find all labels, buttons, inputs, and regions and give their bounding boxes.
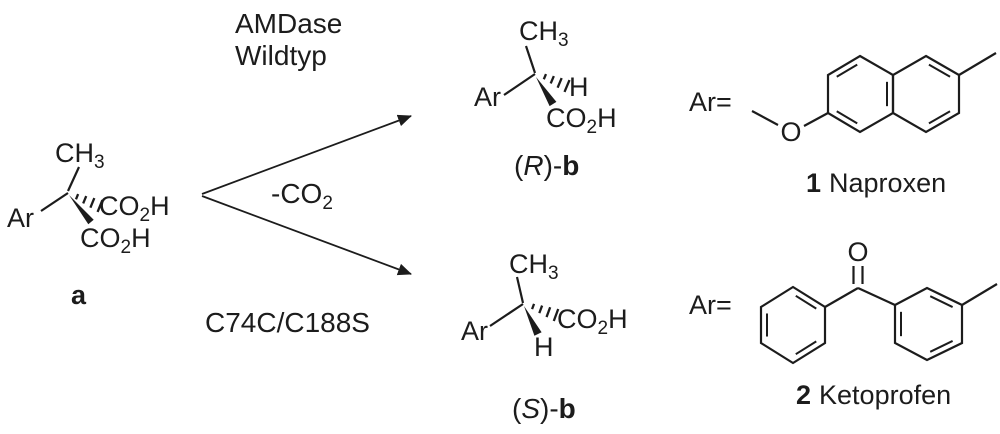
product-r-co2h-label: CO2H <box>546 103 617 138</box>
enzyme-wildtype-line1: AMDase <box>235 8 342 39</box>
hashed-bond-stroke <box>538 305 544 314</box>
single-bond <box>961 283 998 306</box>
substrate-a: CH3 Ar CO2H CO2H a <box>7 138 170 310</box>
ring-inner-double-bond <box>836 110 858 125</box>
single-bond <box>803 112 829 127</box>
substrate-ar-label: Ar <box>7 203 34 233</box>
hashed-bond-stroke <box>545 306 552 318</box>
hashed-bond-stroke <box>552 308 560 322</box>
aromatic-ring <box>826 54 895 134</box>
naproxen-methoxy-o-label: O <box>780 117 801 147</box>
product-r-ar-label: Ar <box>474 82 501 112</box>
single-bond <box>524 45 537 74</box>
single-bond <box>857 287 896 306</box>
single-bond <box>824 287 859 308</box>
single-bond <box>67 166 80 192</box>
single-bond <box>489 303 524 327</box>
ring-inner-double-bond <box>836 63 858 78</box>
hashed-bond-stroke <box>74 193 80 200</box>
ring-inner-double-bond <box>929 340 954 353</box>
single-bond <box>515 276 525 304</box>
substrate-co2h-wedge-label: CO2H <box>80 223 151 258</box>
ring-inner-double-bond <box>928 110 951 125</box>
hashed-bond-stroke <box>89 197 96 209</box>
product-r-name: (R)-b <box>514 150 579 181</box>
ring-inner-double-bond <box>929 295 954 308</box>
hashed-bond-stroke <box>549 75 555 84</box>
single-bond <box>503 73 536 96</box>
hashed-bond-stroke <box>82 195 88 204</box>
product-s-co2h-label: CO2H <box>557 304 628 339</box>
hashed-bond-stroke <box>556 77 563 89</box>
enzyme-mutant-label: C74C/C188S <box>205 307 370 338</box>
product-r-b: CH3 Ar H CO2H (R)-b <box>474 16 617 181</box>
single-bond <box>751 110 779 126</box>
hashed-bond-stroke <box>96 199 104 213</box>
product-s-ch3-label: CH3 <box>509 249 559 284</box>
ring-inner-double-bond <box>795 294 817 310</box>
arrow-to-s-product <box>201 195 412 276</box>
bond-graphics <box>40 45 998 365</box>
product-r-ch3-label: CH3 <box>519 16 569 51</box>
aromatic-ring <box>893 286 964 362</box>
ring-inner-double-bond <box>795 340 817 356</box>
substrate-compound-label: a <box>71 280 87 310</box>
substrate-co2h-hashed-label: CO2H <box>99 191 170 226</box>
ring-inner-double-bond <box>928 63 951 78</box>
product-s-ar-label: Ar <box>461 316 488 346</box>
wedge-bond <box>69 195 94 225</box>
single-bond <box>40 192 69 212</box>
aryl1-ar-equals-label: Ar= <box>689 87 732 117</box>
wedge-bond <box>524 306 542 336</box>
product-s-name: (S)-b <box>512 393 576 424</box>
arrow-label-co2: -CO2 <box>271 178 333 214</box>
product-s-h-label: H <box>534 332 554 362</box>
wedge-bond <box>536 77 557 107</box>
single-bond <box>958 52 997 76</box>
hashed-bond-stroke <box>563 79 571 93</box>
enzyme-wildtype-line2: Wildtyp <box>235 40 327 71</box>
aryl2-ar-equals-label: Ar= <box>689 290 732 320</box>
hashed-bond-stroke <box>530 303 536 310</box>
ketoprofen-carbonyl-o-label: O <box>847 237 868 267</box>
product-r-h-label: H <box>569 72 589 102</box>
product-s-b: CH3 Ar CO2H H (S)-b <box>461 249 628 424</box>
aromatic-ring <box>891 54 961 134</box>
hashed-bond-stroke <box>542 73 548 80</box>
substrate-ch3-label: CH3 <box>55 138 105 173</box>
aromatic-ring <box>759 285 827 365</box>
arrow-to-r-product <box>201 114 412 195</box>
